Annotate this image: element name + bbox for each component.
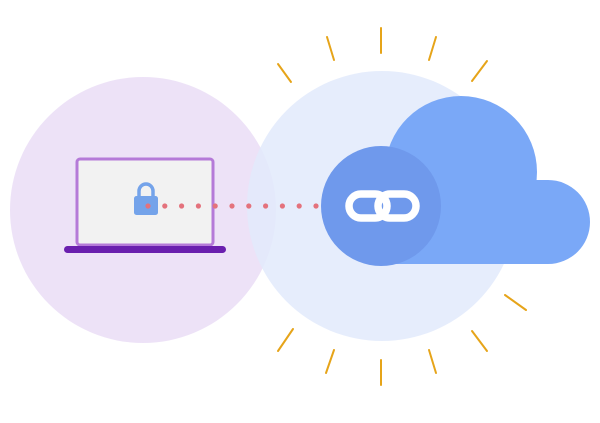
connection-dot (263, 203, 269, 209)
cloud-icon (321, 96, 590, 266)
connection-dot (279, 203, 285, 209)
ray-top-1 (277, 63, 292, 83)
ray-top-4 (428, 36, 437, 61)
connection-dot (296, 203, 302, 209)
lock-shackle (137, 182, 155, 197)
ray-right-1 (504, 294, 527, 311)
connection-dot (145, 203, 151, 209)
link-icon (345, 190, 420, 222)
ray-top-2 (326, 36, 335, 61)
connection-dot (212, 203, 218, 209)
connection-dot (162, 203, 168, 209)
ray-top-5 (471, 60, 488, 82)
ray-bottom-5 (471, 330, 488, 352)
connection-dot (229, 203, 235, 209)
dotted-connection-line (145, 203, 319, 209)
sunburst-rays (277, 27, 527, 386)
link-ring-right (374, 190, 420, 222)
laptop-icon (64, 157, 226, 253)
connection-dot (246, 203, 252, 209)
connection-dot (195, 203, 201, 209)
connection-dot (313, 203, 319, 209)
ray-bottom-4 (428, 349, 437, 374)
ray-bottom-1 (277, 328, 294, 352)
ray-bottom-2 (325, 349, 335, 374)
link-ring-left (345, 190, 391, 222)
laptop-base (64, 246, 226, 253)
connection-dot (179, 203, 185, 209)
